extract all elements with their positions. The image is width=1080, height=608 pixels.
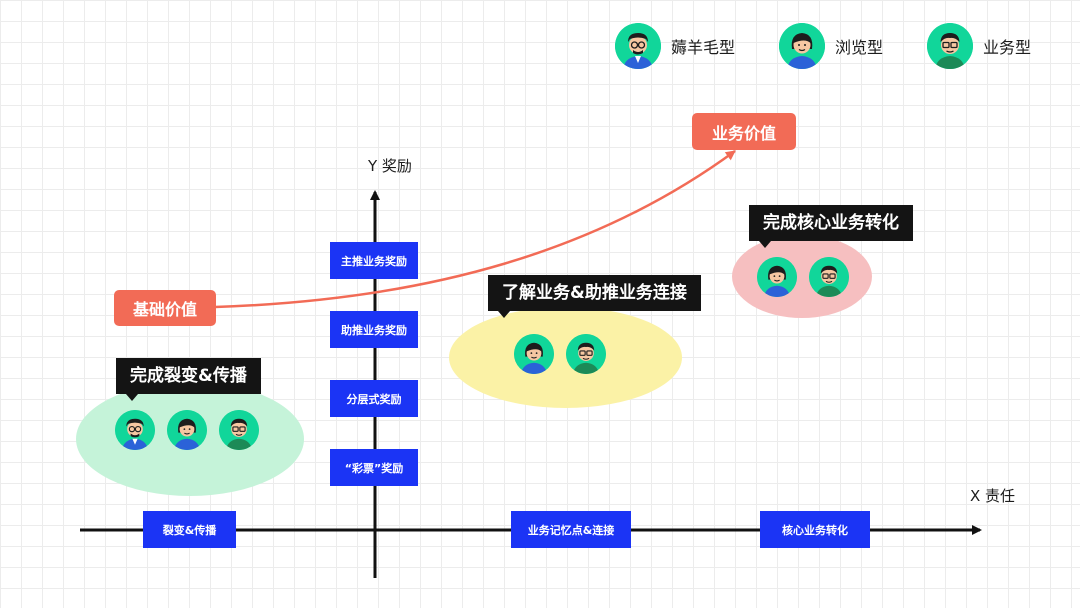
legend-label-browse: 浏览型 (835, 38, 884, 57)
legend-item-wool: 薅羊毛型 (615, 23, 735, 69)
avatar-man-glasses-icon (615, 23, 661, 69)
value-tag-business: 业务价值 (692, 113, 796, 150)
legend-label-business: 业务型 (983, 38, 1032, 57)
y-axis-label: Y 奖励 (368, 157, 412, 175)
reward-box-main: 主推业务奖励 (330, 242, 418, 279)
avatar-man-green-icon (809, 257, 849, 297)
avatar-group-fission (115, 410, 259, 450)
value-tag-base: 基础价值 (114, 290, 216, 326)
group-blob-understand (449, 307, 682, 408)
avatar-woman-icon (514, 334, 554, 374)
avatar-woman-icon (167, 410, 207, 450)
legend-item-browse: 浏览型 (779, 23, 883, 69)
reward-box-assist: 助推业务奖励 (330, 311, 418, 348)
stage-box-fission: 裂变&传播 (143, 511, 236, 548)
callout-understand: 了解业务&助推业务连接 (488, 275, 701, 318)
x-axis-label: X 责任 (970, 487, 1016, 505)
avatar-group-core (757, 257, 849, 297)
legend-item-business: 业务型 (927, 23, 1031, 69)
reward-box-lottery: “彩票”奖励 (330, 449, 418, 486)
callout-tail (126, 394, 138, 401)
callout-fission-text: 完成裂变&传播 (130, 366, 247, 386)
callout-understand-text: 了解业务&助推业务连接 (502, 283, 687, 303)
callout-core-text: 完成核心业务转化 (763, 213, 899, 233)
avatar-man-green-icon (219, 410, 259, 450)
avatar-group-understand (514, 334, 606, 374)
avatar-man-green-icon (566, 334, 606, 374)
avatar-woman-icon (779, 23, 825, 69)
stage-box-core: 核心业务转化 (760, 511, 870, 548)
avatar-woman-icon (757, 257, 797, 297)
avatar-man-green-icon (927, 23, 973, 69)
reward-box-tiered: 分层式奖励 (330, 380, 418, 417)
value-curve (214, 149, 736, 309)
callout-tail (759, 241, 771, 248)
callout-fission: 完成裂变&传播 (116, 358, 261, 401)
avatar-man-glasses-icon (115, 410, 155, 450)
callout-core: 完成核心业务转化 (749, 205, 913, 248)
callout-tail (498, 311, 510, 318)
stage-box-memory: 业务记忆点&连接 (511, 511, 631, 548)
legend-label-wool: 薅羊毛型 (671, 38, 736, 57)
